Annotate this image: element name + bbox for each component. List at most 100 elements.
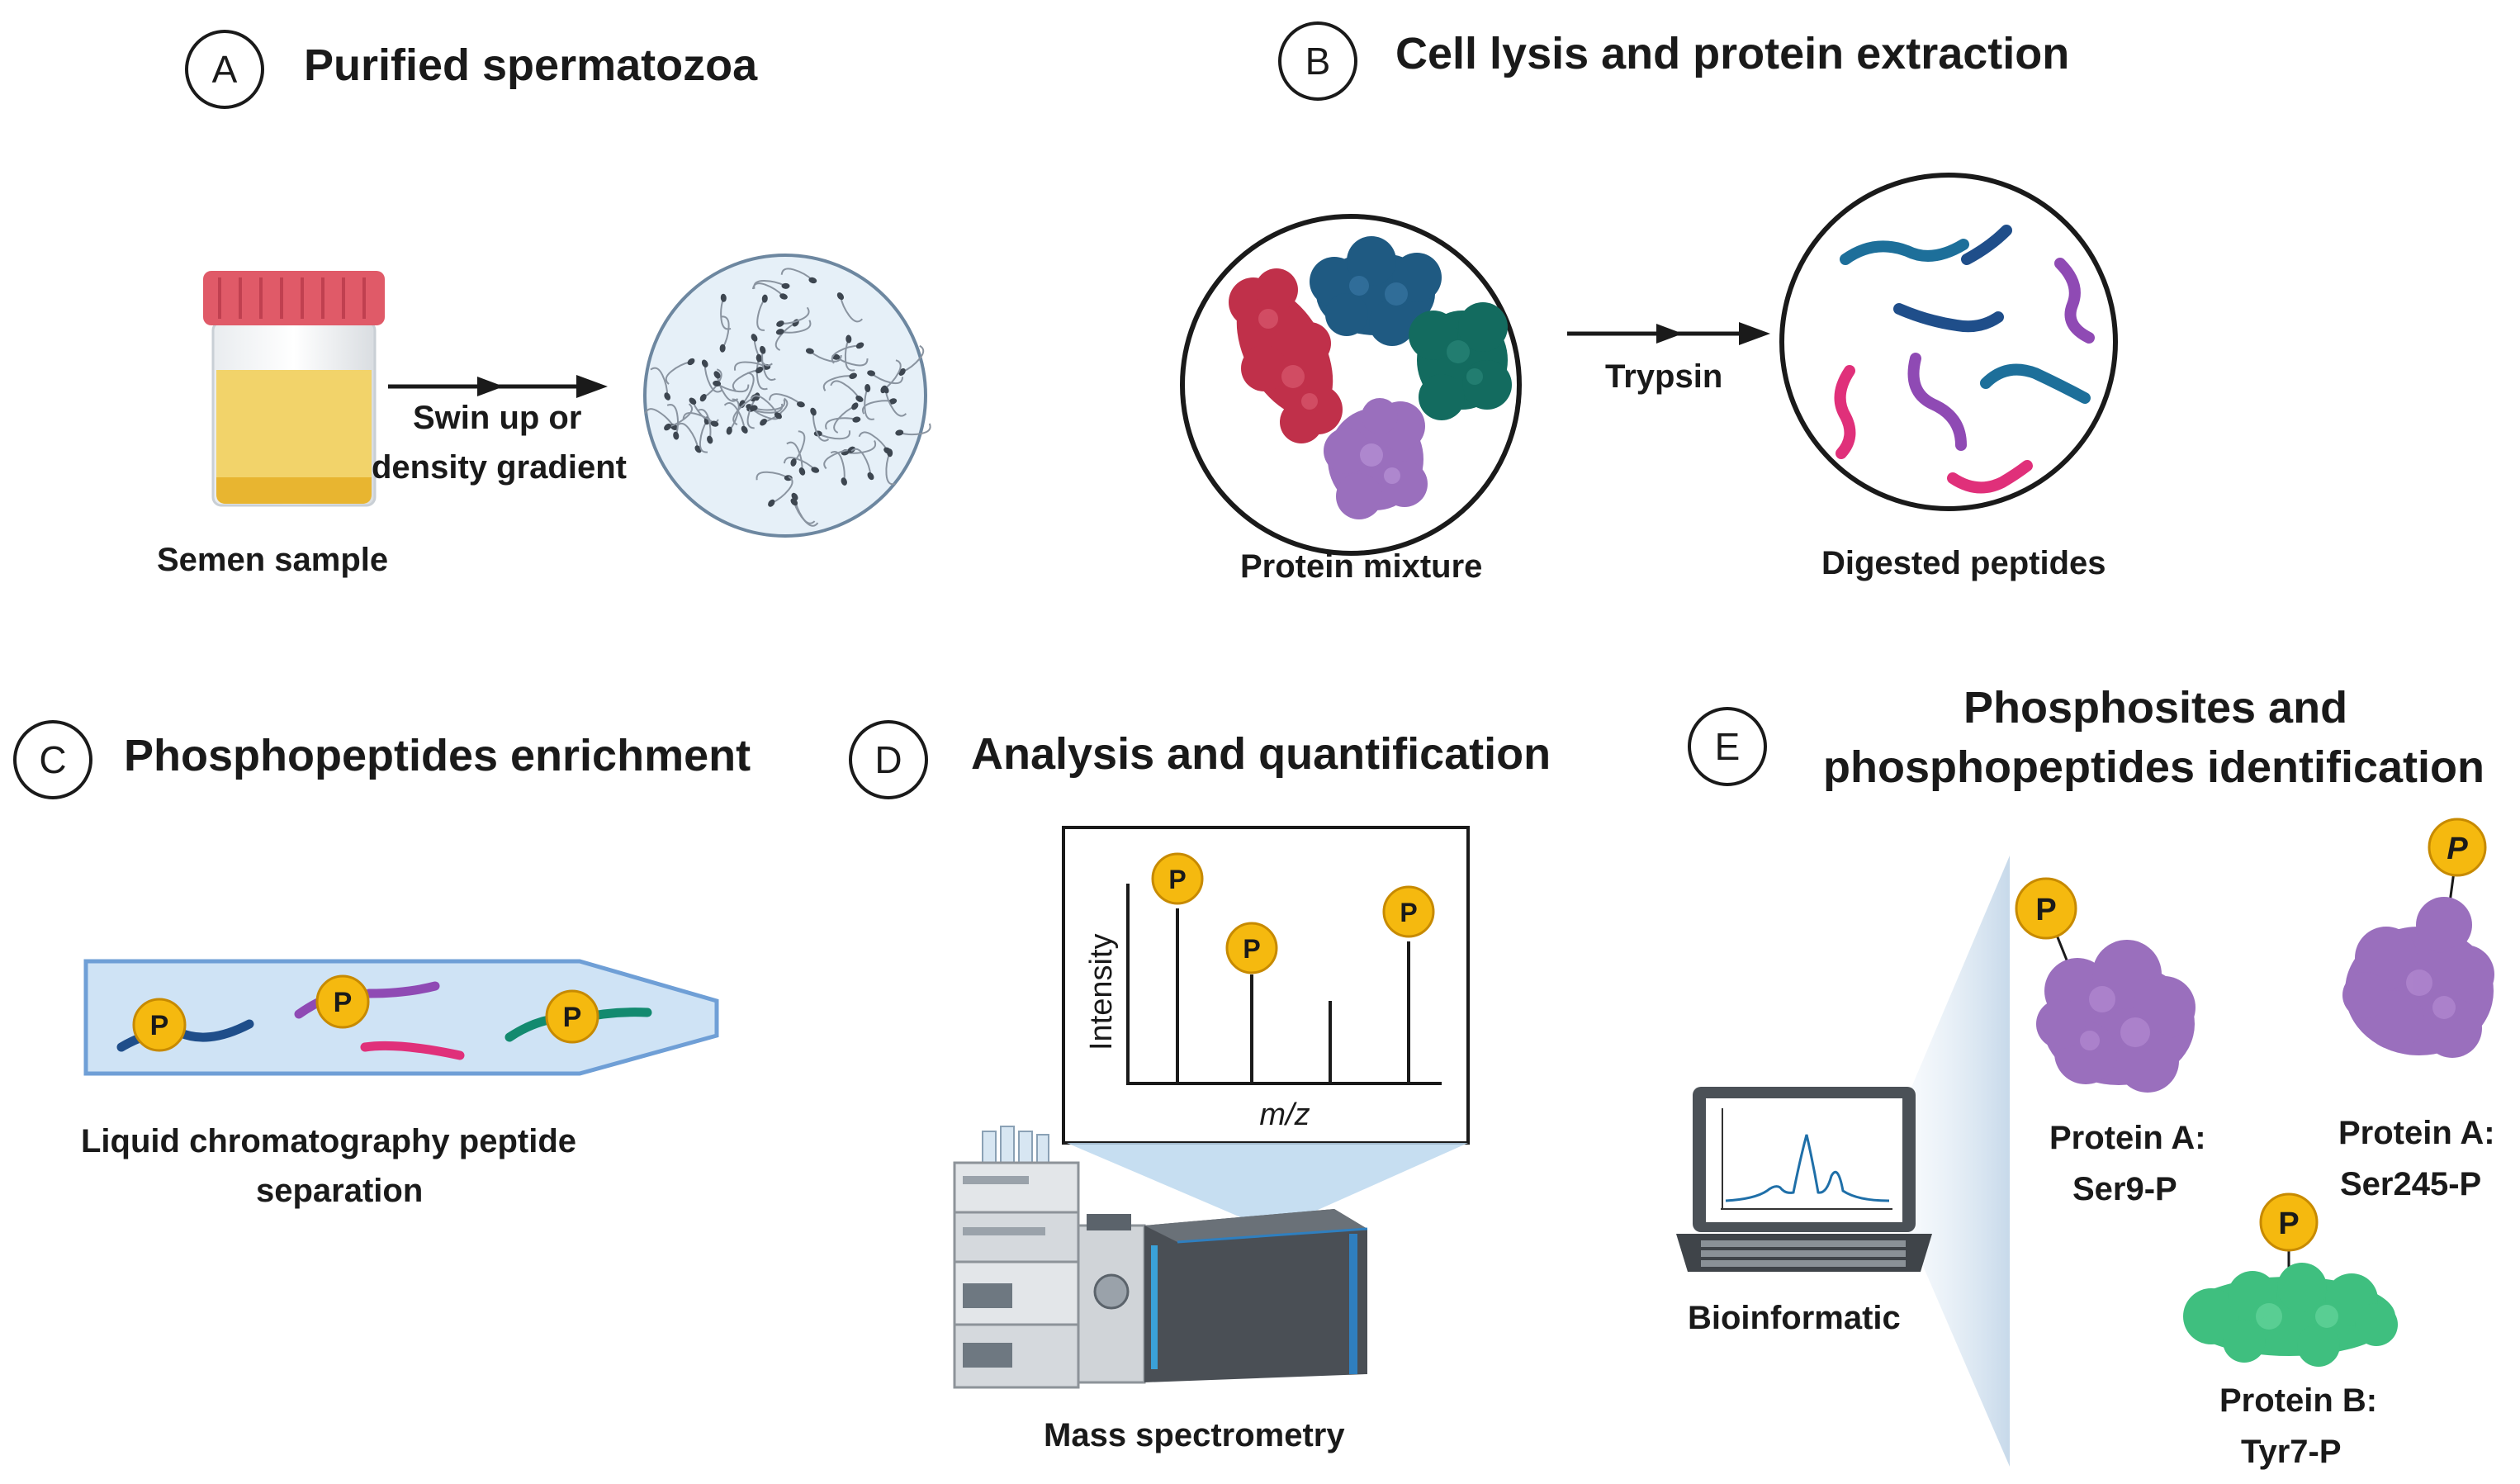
sperm-tail — [666, 404, 680, 436]
sperm-tail — [793, 430, 806, 463]
sperm-head — [779, 293, 788, 300]
svg-text:P: P — [2035, 893, 2056, 927]
sperm-head — [756, 353, 762, 363]
sperm-head — [756, 366, 764, 374]
sperm-tail — [898, 423, 931, 436]
sperm-dish-icon — [643, 254, 931, 538]
sperm-tail — [779, 320, 812, 334]
arrow-a-label-1: Swin up or — [413, 400, 582, 436]
sperm-head — [713, 371, 721, 379]
sperm-head — [781, 282, 790, 289]
sperm-tail — [733, 361, 767, 371]
sperm-head — [855, 396, 864, 402]
sperm-tail — [756, 471, 789, 481]
panel-a-title: Purified spermatozoa — [304, 40, 758, 90]
sperm-head — [836, 292, 845, 301]
sperm-head — [751, 334, 758, 342]
sperm-head — [664, 392, 671, 401]
sperm-tail — [870, 372, 904, 385]
mass-spectrum-plot: P P P Intensity m/z — [1084, 852, 1442, 1132]
sperm-tail — [822, 375, 854, 391]
protein-a-ser245-icon: P — [2342, 818, 2494, 1058]
sperm-tail — [825, 417, 857, 430]
bioinformatic-label: Bioinformatic — [1688, 1300, 1901, 1336]
sperm-tail — [823, 448, 852, 470]
sperm-tail — [699, 420, 708, 453]
sperm-tail — [675, 422, 699, 450]
sperm-head — [846, 334, 852, 344]
spectrum-beam-icon — [1067, 1143, 1468, 1230]
sperm-head — [855, 342, 864, 349]
sperm-tail — [746, 396, 758, 429]
y-axis-label: Intensity — [1084, 933, 1119, 1050]
sperm-head — [798, 467, 806, 476]
sperm-tail — [780, 268, 813, 282]
sperm-tail — [812, 411, 830, 442]
panel-e-title-line-2: phosphopeptides identification — [1823, 742, 2484, 792]
protein-b-tyr7-line-1: Protein B: — [2219, 1382, 2378, 1419]
sperm-head — [761, 294, 768, 303]
sperm-tail — [644, 408, 675, 428]
sperm-head — [841, 477, 847, 486]
sperm-head — [699, 394, 707, 402]
sperm-tail — [763, 397, 789, 424]
sperm-head — [851, 402, 859, 410]
sperm-tail — [830, 450, 846, 482]
sperm-tail — [753, 279, 786, 289]
semen-sample-label: Semen sample — [157, 542, 389, 578]
sperm-head — [810, 407, 817, 416]
mass-spectrometry-label: Mass spectrometry — [1044, 1417, 1345, 1453]
svg-text:P: P — [563, 1002, 582, 1033]
sperm-tail — [697, 409, 712, 440]
phospho-marker-c1-icon: P — [132, 998, 187, 1052]
sperm-tail — [902, 344, 925, 373]
digested-peptides-label: Digested peptides — [1821, 545, 2106, 581]
sperm-head — [811, 467, 820, 473]
sperm-head — [673, 431, 680, 440]
sperm-tail — [770, 476, 793, 505]
sperm-tail — [817, 430, 851, 440]
svg-text:P: P — [1243, 934, 1260, 964]
sperm-tail — [756, 298, 766, 331]
sperm-tail — [845, 440, 877, 454]
sperm-tail — [720, 297, 732, 330]
sperm-tail — [793, 501, 819, 527]
phospho-marker-c2-icon: P — [315, 974, 370, 1029]
sperm-tail — [667, 403, 693, 429]
protein-a-ser245-line-2: Ser245-P — [2340, 1166, 2482, 1202]
panel-d-letter: D — [849, 720, 928, 799]
sperm-tail — [786, 441, 803, 472]
panel-e-title-line-1: Phosphosites and — [1963, 683, 2348, 733]
sperm-tail — [732, 369, 760, 391]
sperm-head — [775, 329, 784, 335]
sperm-tail — [761, 349, 776, 382]
sperm-tail — [774, 322, 797, 351]
sperm-tail — [844, 339, 855, 372]
panel-b-title: Cell lysis and protein extraction — [1395, 29, 2070, 78]
sperm-head — [808, 277, 817, 284]
sperm-tail — [861, 400, 893, 415]
semen-sample-jar-icon — [203, 271, 385, 507]
sperm-tail — [723, 402, 746, 430]
sperm-head — [768, 499, 775, 507]
sperm-head — [895, 429, 904, 436]
mass-spectrometer-icon — [953, 1126, 1368, 1389]
sperm-head — [760, 345, 766, 354]
lc-caption-line-2: separation — [256, 1173, 424, 1209]
arrow-a-label-2: density gradient — [372, 449, 627, 486]
protein-mixture-icon — [1180, 214, 1522, 556]
lc-caption-line-1: Liquid chromatography peptide — [81, 1123, 577, 1159]
sperm-head — [784, 475, 793, 481]
protein-a-ser9-line-1: Protein A: — [2049, 1120, 2206, 1156]
sperm-head — [664, 423, 671, 431]
sperm-head — [687, 358, 695, 366]
sperm-head — [790, 458, 797, 467]
sperm-tail — [753, 399, 786, 411]
arrow-a-icon — [388, 375, 608, 398]
sperm-tail — [835, 356, 869, 367]
sperm-head — [760, 418, 767, 426]
sperm-head — [713, 380, 722, 386]
svg-text:P: P — [334, 987, 353, 1018]
sperm-tail — [830, 380, 860, 400]
sperm-tail — [703, 363, 722, 393]
